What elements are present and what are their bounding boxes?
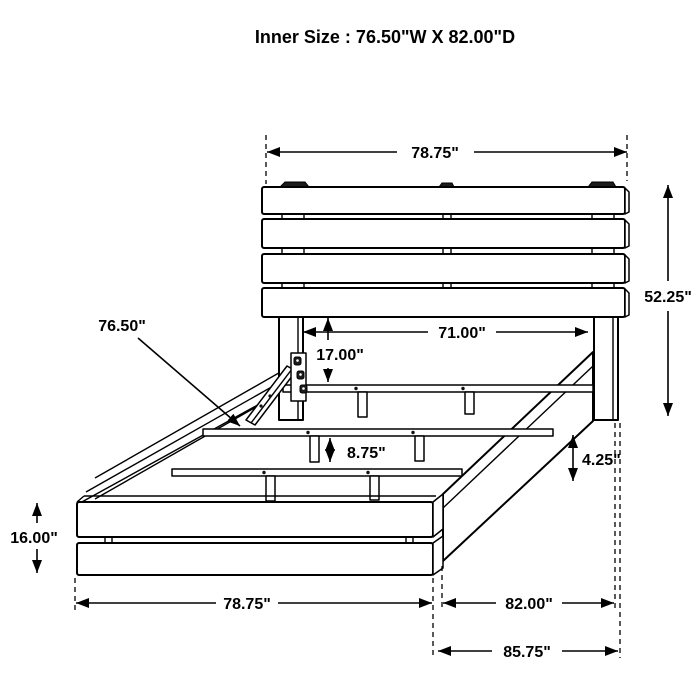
support-slat [282,384,594,393]
dim-inner-depth: 82.00" [443,596,614,613]
headboard-leg-right [593,316,619,421]
dim-label-overall-depth: 85.75" [503,644,551,661]
support-slat [171,468,463,477]
headboard-slat [261,253,626,284]
dim-overall-depth: 85.75" [438,644,618,661]
dim-headboard-height: 52.25" [644,185,692,416]
dim-label-depth: 82.00" [505,596,553,613]
dim-footboard-width: 78.75" [76,596,432,613]
dim-slat-gap: 8.75" [325,438,386,462]
dim-label-slat-gap: 8.75" [347,445,386,462]
diagram-title: Inner Size : 76.50"W X 82.00"D [255,27,515,47]
dim-label-footboard-height: 16.00" [10,530,58,547]
footboard-slat [76,542,434,576]
dim-label-top-width: 78.75" [411,145,459,162]
support-slat [202,428,554,437]
slat-leg [357,391,368,418]
dim-label-rail-height: 4.25" [582,452,621,469]
headboard-slat [261,218,626,249]
dim-footboard-height: 16.00" [10,503,58,573]
right-side-rail [442,351,594,562]
rail-bracket-hardware [245,352,308,426]
dim-label-bottom-width: 78.75" [223,596,271,613]
slat-leg [464,391,475,415]
dim-label-clearance: 17.00" [316,347,364,364]
dim-label-slat-span: 71.00" [438,325,486,342]
slat-leg [414,435,425,462]
footboard [76,493,444,576]
dim-label-inner-width: 76.50" [98,318,146,335]
slat-leg [265,475,276,502]
headboard-slat [261,186,626,215]
footboard-slat [76,501,434,538]
headboard [261,181,630,421]
headboard-slat [261,287,626,318]
dim-headboard-clearance: 17.00" [316,318,364,382]
callout-inner-width: 76.50" [98,318,241,427]
dim-slat-span: 71.00" [303,325,588,342]
dim-label-height: 52.25" [644,289,692,306]
slat-leg [309,435,320,463]
dim-headboard-width-top: 78.75" [265,135,628,184]
extension-lines-bottom [74,423,621,658]
support-slats [171,384,594,502]
slat-leg [369,475,380,501]
dim-rail-height: 4.25" [568,435,621,481]
